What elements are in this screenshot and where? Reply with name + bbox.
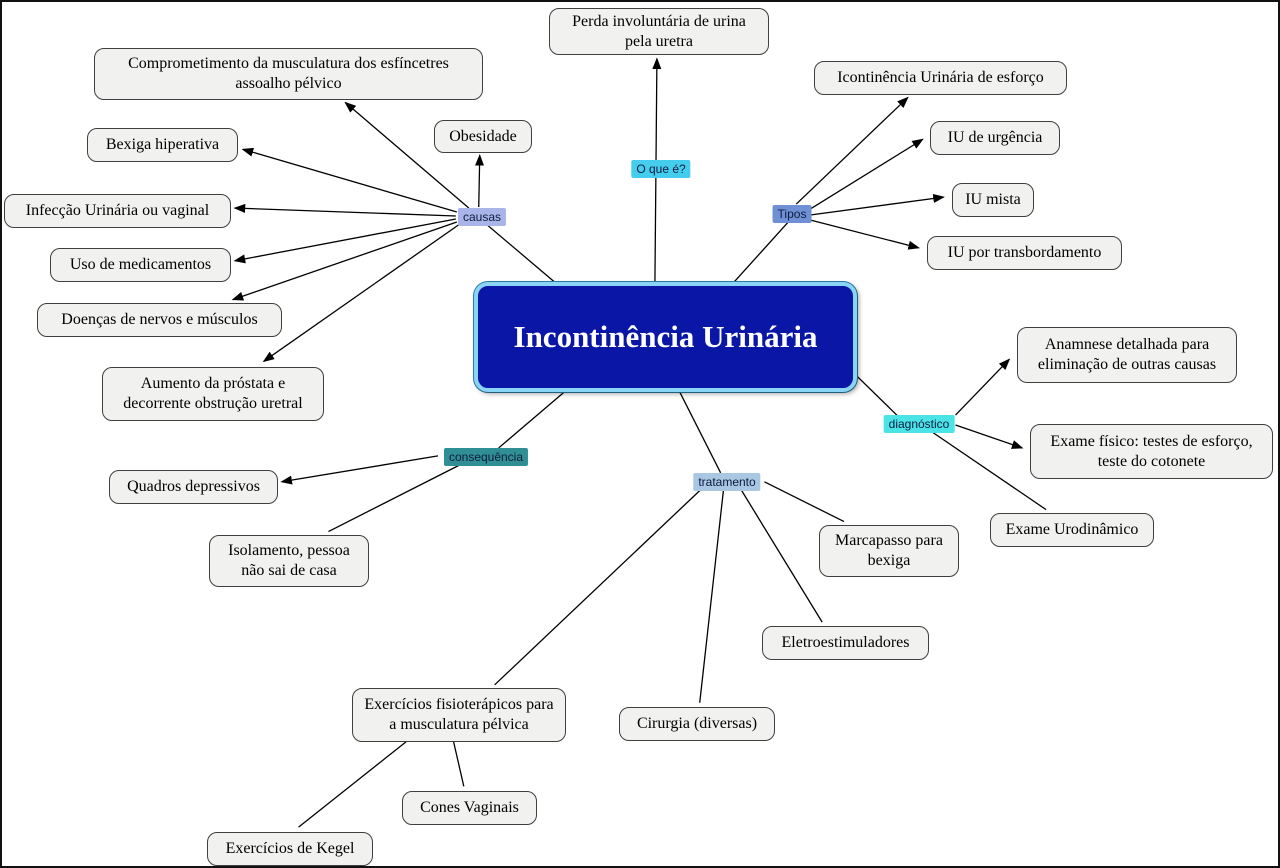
link-label-diagnostico: diagnóstico — [883, 415, 955, 433]
edge-line — [732, 221, 789, 285]
node-aumento-prostata: Aumento da próstata e decorrente obstruç… — [102, 367, 324, 421]
node-iu-urgencia: IU de urgência — [930, 121, 1060, 155]
edge-line — [955, 424, 1024, 449]
edge-line — [494, 488, 703, 686]
node-quadros-depressivos: Quadros depressivos — [109, 470, 278, 504]
node-bexiga-hiperativa: Bexiga hiperativa — [87, 128, 238, 162]
edge-line — [233, 203, 456, 217]
edge-line — [810, 193, 945, 216]
node-anamnese: Anamnese detalhada para eliminação de ou… — [1017, 327, 1237, 383]
node-exame-urodinamico: Exame Urodinâmico — [990, 513, 1154, 547]
node-iu-transbordamento: IU por transbordamento — [927, 236, 1122, 270]
central-node: Incontinência Urinária — [474, 282, 857, 392]
link-label-tratamento: tratamento — [693, 473, 761, 491]
node-obesidade: Obesidade — [434, 120, 532, 153]
link-label-tipos: Tipos — [772, 205, 812, 223]
edge-line — [955, 358, 1011, 416]
edge-line — [739, 488, 823, 623]
node-cirurgia: Cirurgia (diversas) — [619, 707, 775, 741]
node-cones-vaginais: Cones Vaginais — [402, 791, 537, 825]
edge-line — [298, 738, 411, 828]
node-exercicios-fisioterapicos: Exercícios fisioterápicos para a muscula… — [352, 688, 566, 742]
link-label-consequencia: consequência — [443, 448, 529, 466]
node-iu-esforco: Icontinência Urinária de esforço — [814, 61, 1067, 95]
link-label-o-que-e: O que é? — [631, 160, 691, 178]
node-marcapasso-bexiga: Marcapasso para bexiga — [819, 525, 959, 577]
node-exercicios-kegel: Exercícios de Kegel — [207, 832, 373, 866]
node-isolamento: Isolamento, pessoa não sai de casa — [209, 535, 369, 587]
edge-line — [764, 481, 845, 523]
node-perda-involuntaria: Perda involuntária de urina pela uretra — [549, 8, 769, 55]
edge-line — [795, 96, 909, 205]
edge-line — [483, 221, 563, 290]
edge-line — [930, 430, 1047, 511]
edge-line — [231, 221, 458, 301]
edge-line — [328, 462, 465, 533]
node-infeccao-urinaria: Infecção Urinária ou vaginal — [4, 194, 231, 228]
edge-line — [241, 147, 458, 213]
edge-line — [810, 219, 920, 250]
link-label-causas: causas — [457, 208, 507, 226]
node-iu-mista: IU mista — [952, 183, 1034, 217]
edge-line — [262, 223, 461, 363]
edge-line — [452, 738, 465, 787]
edge-line — [233, 218, 456, 264]
edge-line — [699, 488, 725, 703]
edge-line — [475, 153, 485, 208]
edge-line — [809, 138, 924, 210]
edge-line — [280, 455, 439, 485]
edge-line — [498, 389, 567, 449]
node-eletroestimuladores: Eletroestimuladores — [762, 626, 929, 660]
node-exame-fisico: Exame físico: testes de esforço, teste d… — [1030, 424, 1273, 479]
edge-line — [344, 101, 470, 209]
node-comprometimento-musculatura: Comprometimento da musculatura dos esfín… — [94, 48, 483, 100]
edge-line — [852, 371, 899, 417]
node-uso-medicamentos: Uso de medicamentos — [50, 248, 231, 282]
node-doencas-nervos-musculos: Doenças de nervos e músculos — [37, 303, 282, 337]
edge-line — [678, 389, 722, 474]
